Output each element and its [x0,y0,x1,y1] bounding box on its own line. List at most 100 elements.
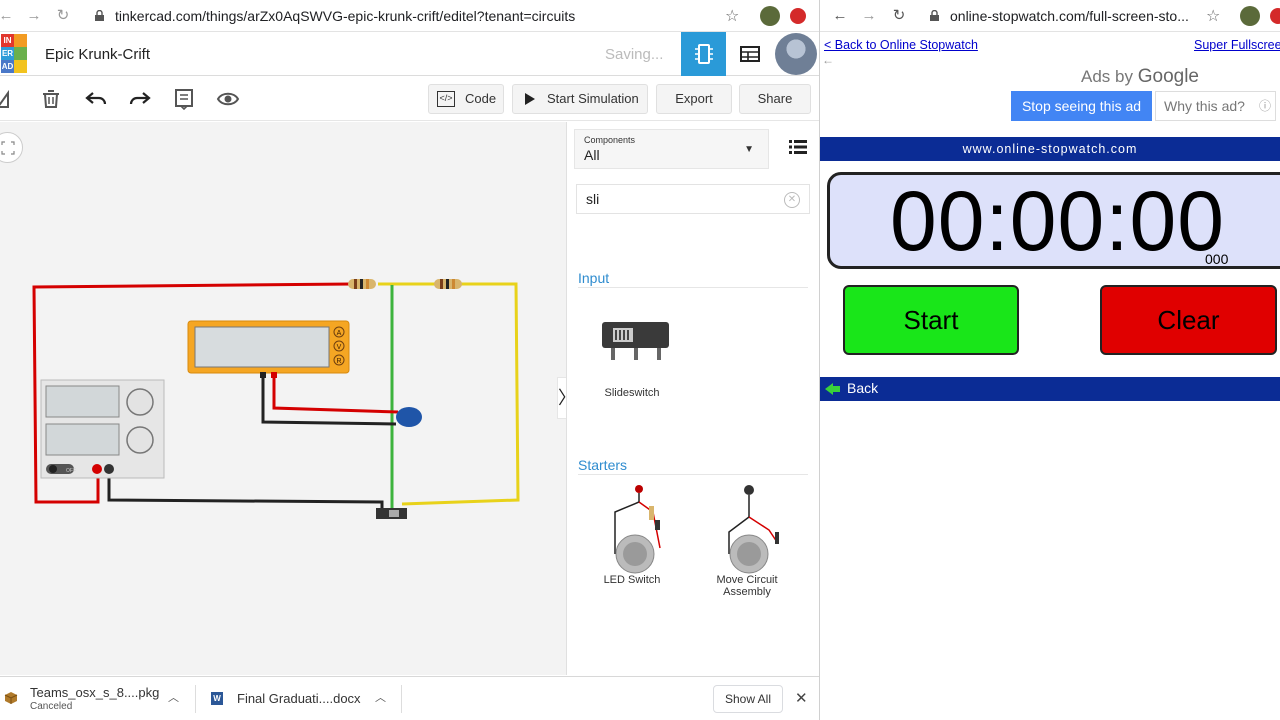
meter-red-lead[interactable] [272,375,399,414]
extension-avatar-icon[interactable] [760,6,780,26]
chip-icon [695,44,713,64]
ad-back-arrow-icon[interactable]: ← [822,53,834,67]
move-circuit-icon [728,485,780,574]
tinkercad-logo[interactable]: IN ER AD [1,34,27,74]
multimeter-amp-label: A [337,330,342,337]
component-search[interactable]: ✕ [576,184,810,214]
led-switch-icon [614,485,661,574]
code-icon: </> [437,91,455,107]
schematic-view-button[interactable] [727,32,772,76]
why-this-ad-label: Why this ad? [1164,98,1245,114]
multimeter-ohm-label: R [336,358,341,365]
ads-by-text: Ads by [1081,67,1133,86]
back-bar-label: Back [847,380,879,396]
start-button[interactable]: Start [843,285,1019,355]
resistor-1[interactable] [348,279,376,289]
components-dropdown-label: Components [584,135,636,145]
bookmark-star-icon[interactable]: ☆ [725,8,740,25]
power-supply[interactable]: OFF [40,379,165,479]
circuit-view-button[interactable] [681,32,726,76]
components-dropdown-value: All [584,147,600,163]
resistor-2[interactable] [434,279,462,289]
export-button[interactable]: Export [656,84,732,114]
extension-red-icon[interactable] [790,8,806,24]
component-search-input[interactable] [586,191,776,207]
green-back-arrow-icon [825,383,833,395]
circuit-drawing: A V R OFF [32,279,520,519]
info-icon: ⓘ [1258,99,1271,113]
forward-arrow-icon[interactable]: → [26,7,42,24]
meter-black-lead[interactable] [261,375,397,426]
multimeter[interactable]: A V R [187,320,350,378]
caret-down-icon: ▼ [744,144,754,155]
clear-search-icon[interactable]: ✕ [784,192,800,208]
reload-icon[interactable]: ↻ [56,7,70,24]
starter-led-switch[interactable] [605,482,665,574]
slideswitch-label: Slideswitch [604,387,660,399]
design-title[interactable]: Epic Krunk-Crift [45,46,151,63]
yellow-wire-right[interactable] [401,282,520,506]
back-to-stopwatch-link[interactable]: < Back to Online Stopwatch [824,38,978,52]
redo-icon[interactable] [128,87,152,111]
logo-cell: ER [1,47,14,60]
green-back-arrow-tail [832,386,840,392]
notes-icon[interactable] [172,87,196,111]
close-downloads-icon[interactable]: ✕ [795,690,808,707]
bookmark-star-icon[interactable]: ☆ [1206,8,1221,25]
slide-switch[interactable] [376,508,407,519]
visibility-icon[interactable] [216,87,240,111]
components-dropdown[interactable]: Components All ▼ [574,129,769,169]
show-all-downloads-button[interactable]: Show All [713,685,783,713]
clear-button[interactable]: Clear [1100,285,1277,355]
stopwatch-display: 00:00:00 000 [827,172,1280,269]
user-avatar[interactable] [775,33,817,75]
right-url-text[interactable]: online-stopwatch.com/full-screen-sto... [950,8,1189,24]
list-view-icon[interactable] [789,139,807,155]
super-fullscreen-link[interactable]: Super Fullscree [1194,38,1280,52]
play-icon [525,93,535,105]
slideswitch-component[interactable] [601,320,671,362]
extension-avatar-icon[interactable] [1240,6,1260,26]
back-arrow-icon[interactable]: ← [0,7,14,24]
black-wire[interactable] [107,472,384,510]
left-address-bar: ← → ↻ tinkercad.com/things/arZx0AqSWVG-e… [0,0,819,32]
download-item-1[interactable]: Teams_osx_s_8....pkg Canceled ︿ [0,677,195,720]
red-wire[interactable] [32,282,353,504]
forward-arrow-icon[interactable]: → [861,7,877,24]
download-item-2[interactable]: W Final Graduati....docx ︿ [196,677,401,720]
rotate-icon[interactable] [0,87,18,111]
extension-red-icon[interactable] [1270,8,1280,24]
download-separator [195,685,196,713]
temperature-sensor[interactable] [396,407,422,427]
stop-seeing-ad-button[interactable]: Stop seeing this ad [1011,91,1152,121]
starter-move-circuit-label: Move Circuit Assembly [716,574,778,598]
lock-icon [95,10,104,21]
slideswitch-icon [602,322,669,360]
multimeter-volt-label: V [337,344,342,351]
circuit-canvas[interactable]: A V R OFF [0,122,576,675]
chevron-up-icon[interactable]: ︿ [168,692,179,704]
delete-icon[interactable] [39,87,63,111]
code-button[interactable]: </> Code [428,84,504,114]
undo-icon[interactable] [84,87,108,111]
download-separator [401,685,402,713]
code-button-label: Code [465,91,497,106]
back-arrow-icon[interactable]: ← [832,7,848,24]
start-simulation-button[interactable]: Start Simulation [512,84,648,114]
download-item-1-name: Teams_osx_s_8....pkg [30,685,160,700]
section-divider [578,287,808,288]
reload-icon[interactable]: ↻ [892,7,906,24]
why-this-ad-button[interactable]: Why this ad? ⓘ [1155,91,1276,121]
word-doc-icon: W [211,692,223,705]
tinkercad-window: ← → ↻ tinkercad.com/things/arZx0AqSWVG-e… [0,0,819,720]
logo-cell: IN [1,34,14,47]
share-button[interactable]: Share [739,84,811,114]
left-url-text[interactable]: tinkercad.com/things/arZx0AqSWVG-epic-kr… [115,8,576,24]
site-banner: www.online-stopwatch.com [820,137,1280,161]
download-item-2-name: Final Graduati....docx [237,691,361,706]
starter-move-circuit[interactable] [719,482,780,574]
downloads-bar: Teams_osx_s_8....pkg Canceled ︿ W Final … [0,676,819,720]
stopwatch-millis: 000 [1205,251,1229,267]
back-bar[interactable]: Back [820,377,1280,401]
chevron-up-icon[interactable]: ︿ [375,692,386,704]
